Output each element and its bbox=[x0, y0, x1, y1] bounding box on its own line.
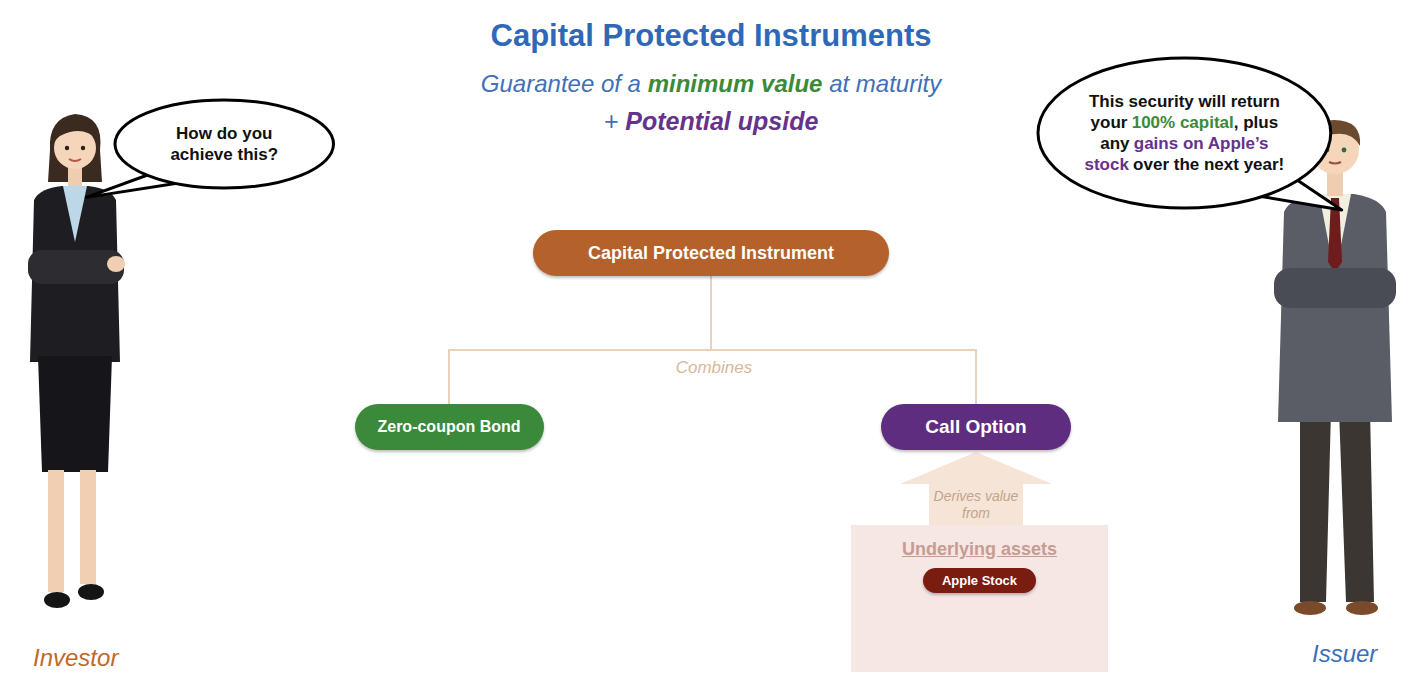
process-box: Zero-coupon Bond bbox=[355, 404, 544, 450]
subtitle-text: at maturity bbox=[829, 70, 941, 97]
connector-line bbox=[449, 276, 711, 404]
connector-line bbox=[711, 276, 976, 404]
subtitle-line: +Potential upside bbox=[0, 107, 1422, 136]
process-box: Apple Stock bbox=[923, 568, 1036, 593]
box-label: Zero-coupon Bond bbox=[377, 418, 520, 436]
diagram-title: Capital Protected Instruments bbox=[0, 18, 1422, 54]
subtitle-text: + bbox=[604, 107, 619, 135]
process-box: Capital Protected Instrument bbox=[533, 230, 889, 276]
subtitle-text: Potential upside bbox=[625, 107, 818, 135]
figure-caption: Issuer bbox=[1312, 640, 1377, 668]
derives-arrow bbox=[900, 452, 1052, 525]
bubble-tail-fill bbox=[1250, 176, 1292, 194]
subtitle-text: Guarantee of a bbox=[481, 70, 641, 97]
bubble-outline bbox=[113, 98, 336, 190]
speech-text: How do you achieve this? bbox=[170, 124, 278, 164]
region-heading: Underlying assets bbox=[851, 539, 1108, 560]
connector-label: Combines bbox=[673, 358, 756, 378]
speech-text: 100% capital bbox=[1132, 113, 1234, 132]
speech-bubble: How do you achieve this? bbox=[113, 98, 336, 190]
subtitle-line: Guarantee of a minimum valueat maturity bbox=[0, 70, 1422, 98]
bubble-outline bbox=[115, 100, 334, 188]
box-label: Apple Stock bbox=[942, 573, 1017, 588]
bubble-outline bbox=[1036, 56, 1333, 210]
box-label: Call Option bbox=[925, 416, 1026, 438]
subtitle-text: minimum value bbox=[648, 70, 823, 97]
speech-text: over the next year! bbox=[1133, 155, 1284, 174]
speech-bubble: This security will return your100% capit… bbox=[1036, 56, 1333, 210]
assets-region: Underlying assetsApple Stock bbox=[851, 525, 1108, 672]
edge-label: Derives value from bbox=[933, 488, 1019, 522]
bubble-text: This security will return your100% capit… bbox=[1082, 91, 1287, 175]
bubble-tail-fill bbox=[162, 169, 193, 181]
figure-caption: Investor bbox=[33, 644, 118, 672]
bubble-text: How do you achieve this? bbox=[149, 123, 299, 165]
bubble-outline bbox=[1038, 58, 1331, 208]
process-box: Call Option bbox=[881, 404, 1071, 450]
box-label: Capital Protected Instrument bbox=[588, 243, 834, 264]
